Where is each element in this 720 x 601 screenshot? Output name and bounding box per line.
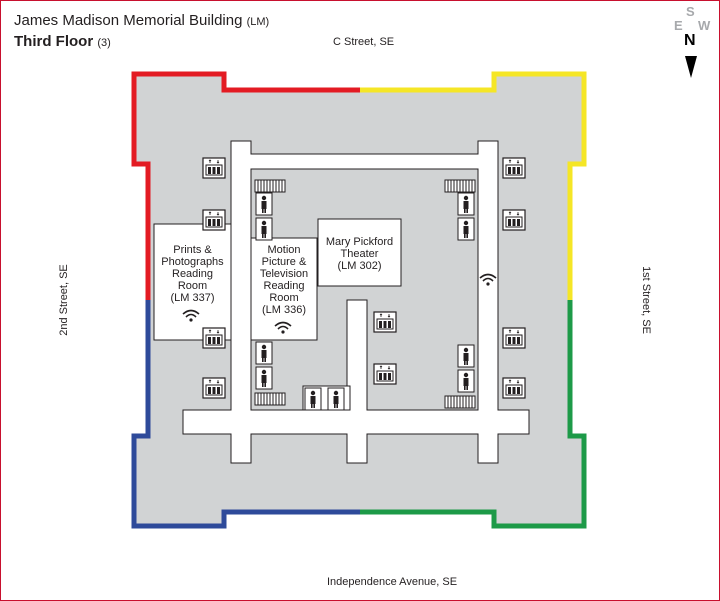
elevator-icon: [202, 157, 226, 179]
person-icon: [457, 192, 475, 216]
compass-east: E: [674, 18, 683, 33]
elevator-icon: [502, 157, 526, 179]
northeast-wall: [360, 71, 587, 300]
room-lm-337[interactable]: [153, 223, 232, 341]
stairs-icon: [254, 179, 286, 193]
compass-west: W: [698, 18, 711, 33]
compass-north: N: [684, 32, 696, 49]
elevator-icon: [502, 209, 526, 231]
room-lm-302[interactable]: [317, 218, 402, 287]
street-north: C Street, SE: [333, 36, 395, 48]
elevator-icon: [373, 363, 397, 385]
person-icon: [255, 366, 273, 390]
person-icon: [255, 217, 273, 241]
elevator-icon: [202, 327, 226, 349]
room-label-lm-302: Mary Pickford Theater (LM 302): [325, 236, 394, 272]
southwest-wall: [131, 300, 360, 529]
room-label-lm-337: Prints & Photographs Reading Room (LM 33…: [161, 244, 224, 304]
street-west: 2nd Street, SE: [58, 264, 70, 336]
street-east: 1st Street, SE: [640, 266, 652, 334]
floor-title: Third Floor (3): [14, 33, 111, 50]
street-south: Independence Avenue, SE: [327, 576, 458, 588]
person-icon: [255, 341, 273, 365]
southeast-wall: [360, 300, 587, 529]
elevator-icon: [202, 377, 226, 399]
elevator-icon: [373, 311, 397, 333]
room-label-lm-336: Motion Picture & Television Reading Room…: [259, 244, 309, 316]
person-icon: [457, 344, 475, 368]
north-arrow-icon: [685, 56, 697, 78]
stairs-icon: [444, 395, 476, 409]
person-icon: [457, 217, 475, 241]
person-icon: [255, 192, 273, 216]
restroom-icon: [304, 387, 322, 411]
person-icon: [457, 369, 475, 393]
elevator-icon: [502, 377, 526, 399]
northwest-wall: [131, 71, 360, 300]
elevator-icon: [502, 327, 526, 349]
stairs-icon: [254, 392, 286, 406]
elevator-icon: [202, 209, 226, 231]
restroom-icon: [327, 387, 345, 411]
stairs-icon: [444, 179, 476, 193]
compass-south: S: [686, 4, 695, 19]
building-title: James Madison Memorial Building (LM): [14, 12, 270, 29]
